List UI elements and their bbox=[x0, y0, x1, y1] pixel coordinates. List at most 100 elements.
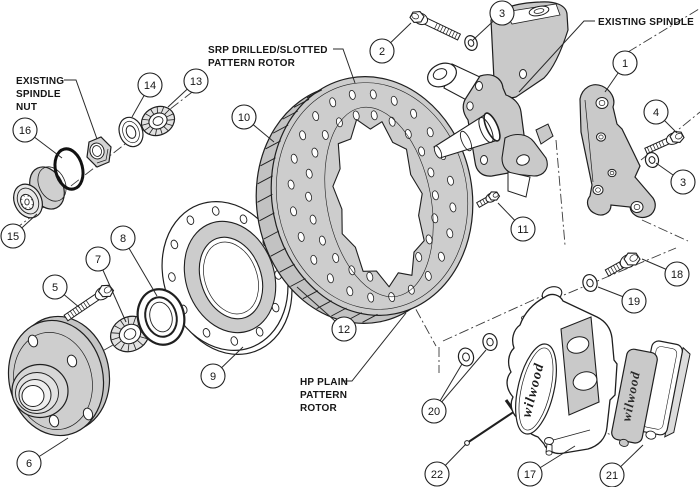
pad-inboard bbox=[611, 348, 658, 447]
ball-joint-hole bbox=[516, 154, 530, 166]
bracket-hole bbox=[607, 168, 617, 178]
arm-face-hole bbox=[519, 69, 527, 79]
callout-number: 7 bbox=[95, 254, 101, 266]
rotor-hole bbox=[287, 179, 295, 190]
bearing-13-roller bbox=[150, 109, 155, 115]
callout-circle bbox=[137, 72, 163, 98]
rotor-hole bbox=[299, 130, 307, 141]
callout-18: 18 bbox=[641, 258, 690, 287]
bolt-2-thread bbox=[448, 29, 453, 36]
callout-22: 22 bbox=[424, 443, 467, 487]
bleed-screw-bottom-cap bbox=[545, 450, 553, 456]
callout-13: 13 bbox=[167, 68, 209, 108]
o-ring bbox=[53, 147, 85, 191]
bolt-18-thread bbox=[607, 268, 612, 275]
callout-circle bbox=[200, 363, 226, 389]
caliper-bolt bbox=[604, 252, 641, 277]
callout-circle bbox=[16, 450, 42, 476]
callout-number: 16 bbox=[19, 125, 31, 137]
nut-thread bbox=[92, 145, 102, 157]
rotor-hole bbox=[431, 190, 439, 201]
washer14-hole bbox=[125, 125, 137, 139]
callout-8: 8 bbox=[110, 225, 158, 297]
rotor-hole bbox=[346, 286, 354, 297]
existing-spindle-leader bbox=[518, 20, 595, 93]
stud-5-thread bbox=[72, 309, 77, 316]
callout-number: 13 bbox=[190, 76, 202, 88]
assembly-parts: wilwood wilwood bbox=[7, 1, 691, 456]
rotor-hole bbox=[310, 254, 318, 265]
cap-tooth bbox=[31, 204, 34, 206]
bracket-hole bbox=[595, 96, 609, 110]
callout-circle bbox=[421, 398, 447, 424]
cap-center bbox=[24, 198, 30, 206]
hat-hole bbox=[170, 239, 179, 250]
cap-spline-teeth bbox=[20, 194, 34, 210]
rotor-hole bbox=[369, 89, 377, 100]
bearing-7-roller bbox=[120, 320, 125, 327]
hp-rotor-leader bbox=[342, 312, 407, 382]
stud-5-thread bbox=[85, 300, 91, 307]
bracket-hole bbox=[592, 184, 604, 196]
callout-circle bbox=[331, 316, 357, 342]
cap-tooth bbox=[30, 199, 33, 201]
bracket-holes bbox=[592, 96, 644, 214]
bolt-2-head-top bbox=[411, 12, 419, 20]
bolt-4-thread bbox=[649, 145, 653, 152]
dust-cap bbox=[13, 166, 67, 219]
callout-14: 14 bbox=[131, 72, 163, 118]
bearing-7-roller bbox=[120, 343, 125, 351]
caliper-face-oval-inner bbox=[518, 347, 554, 431]
bracket-hole bbox=[630, 200, 644, 214]
callout-circle bbox=[517, 461, 543, 487]
callout-16: 16 bbox=[12, 117, 63, 159]
arm-bolt-hole-inner bbox=[533, 8, 545, 14]
rotor-edge-slots bbox=[257, 89, 378, 323]
brake-pads: wilwood bbox=[611, 340, 691, 447]
rotor-drill-holes bbox=[287, 89, 457, 303]
rotor-hole bbox=[418, 146, 426, 157]
lock-washer-lower bbox=[644, 151, 660, 169]
hub-stud-hole bbox=[66, 354, 78, 368]
callout-number: 3 bbox=[499, 8, 505, 20]
callout-circle bbox=[664, 261, 690, 287]
hat-hole bbox=[211, 206, 220, 216]
hub-stud-hole bbox=[82, 407, 94, 421]
rotor-center-opening bbox=[332, 119, 425, 288]
stud-5-head bbox=[97, 284, 115, 298]
srp-rotor-leader bbox=[333, 48, 356, 84]
rotor-hole bbox=[427, 167, 435, 178]
callout-circle bbox=[424, 461, 450, 487]
bracket-hole bbox=[596, 132, 606, 142]
existing-spindle-nut-part bbox=[86, 136, 112, 168]
callout-circle bbox=[510, 216, 536, 242]
rotor-hole bbox=[309, 214, 317, 225]
bolt-2-thread bbox=[437, 24, 441, 31]
caliper-face-oval bbox=[515, 343, 557, 435]
callout-1: 1 bbox=[604, 50, 638, 93]
rotor-slot bbox=[265, 140, 281, 150]
bolt-2-thread bbox=[434, 22, 438, 30]
pad-outboard-tab bbox=[645, 430, 657, 440]
bolt-18-thread bbox=[613, 265, 618, 272]
rotor-hole bbox=[305, 168, 313, 179]
bridge-window-bottom bbox=[572, 371, 598, 391]
callout-17: 17 bbox=[517, 445, 576, 487]
rotor-slot bbox=[331, 307, 347, 317]
hat-hole bbox=[168, 272, 176, 282]
rotor-hole bbox=[290, 153, 298, 164]
bearing-7-roller bbox=[140, 336, 148, 340]
hat-center-bore bbox=[198, 236, 264, 320]
washer-3a-hole bbox=[467, 39, 475, 47]
bolt-11-head bbox=[487, 191, 501, 201]
bearing-13-roller bbox=[145, 113, 151, 118]
callout-10: 10 bbox=[231, 104, 275, 143]
hat-hole bbox=[186, 215, 195, 225]
bolt-2-thread bbox=[445, 28, 450, 35]
bracket-hole-inner bbox=[609, 170, 615, 176]
axis-line-5 bbox=[551, 247, 677, 301]
rotor-hole bbox=[415, 252, 423, 262]
callout-number: 4 bbox=[653, 107, 659, 119]
